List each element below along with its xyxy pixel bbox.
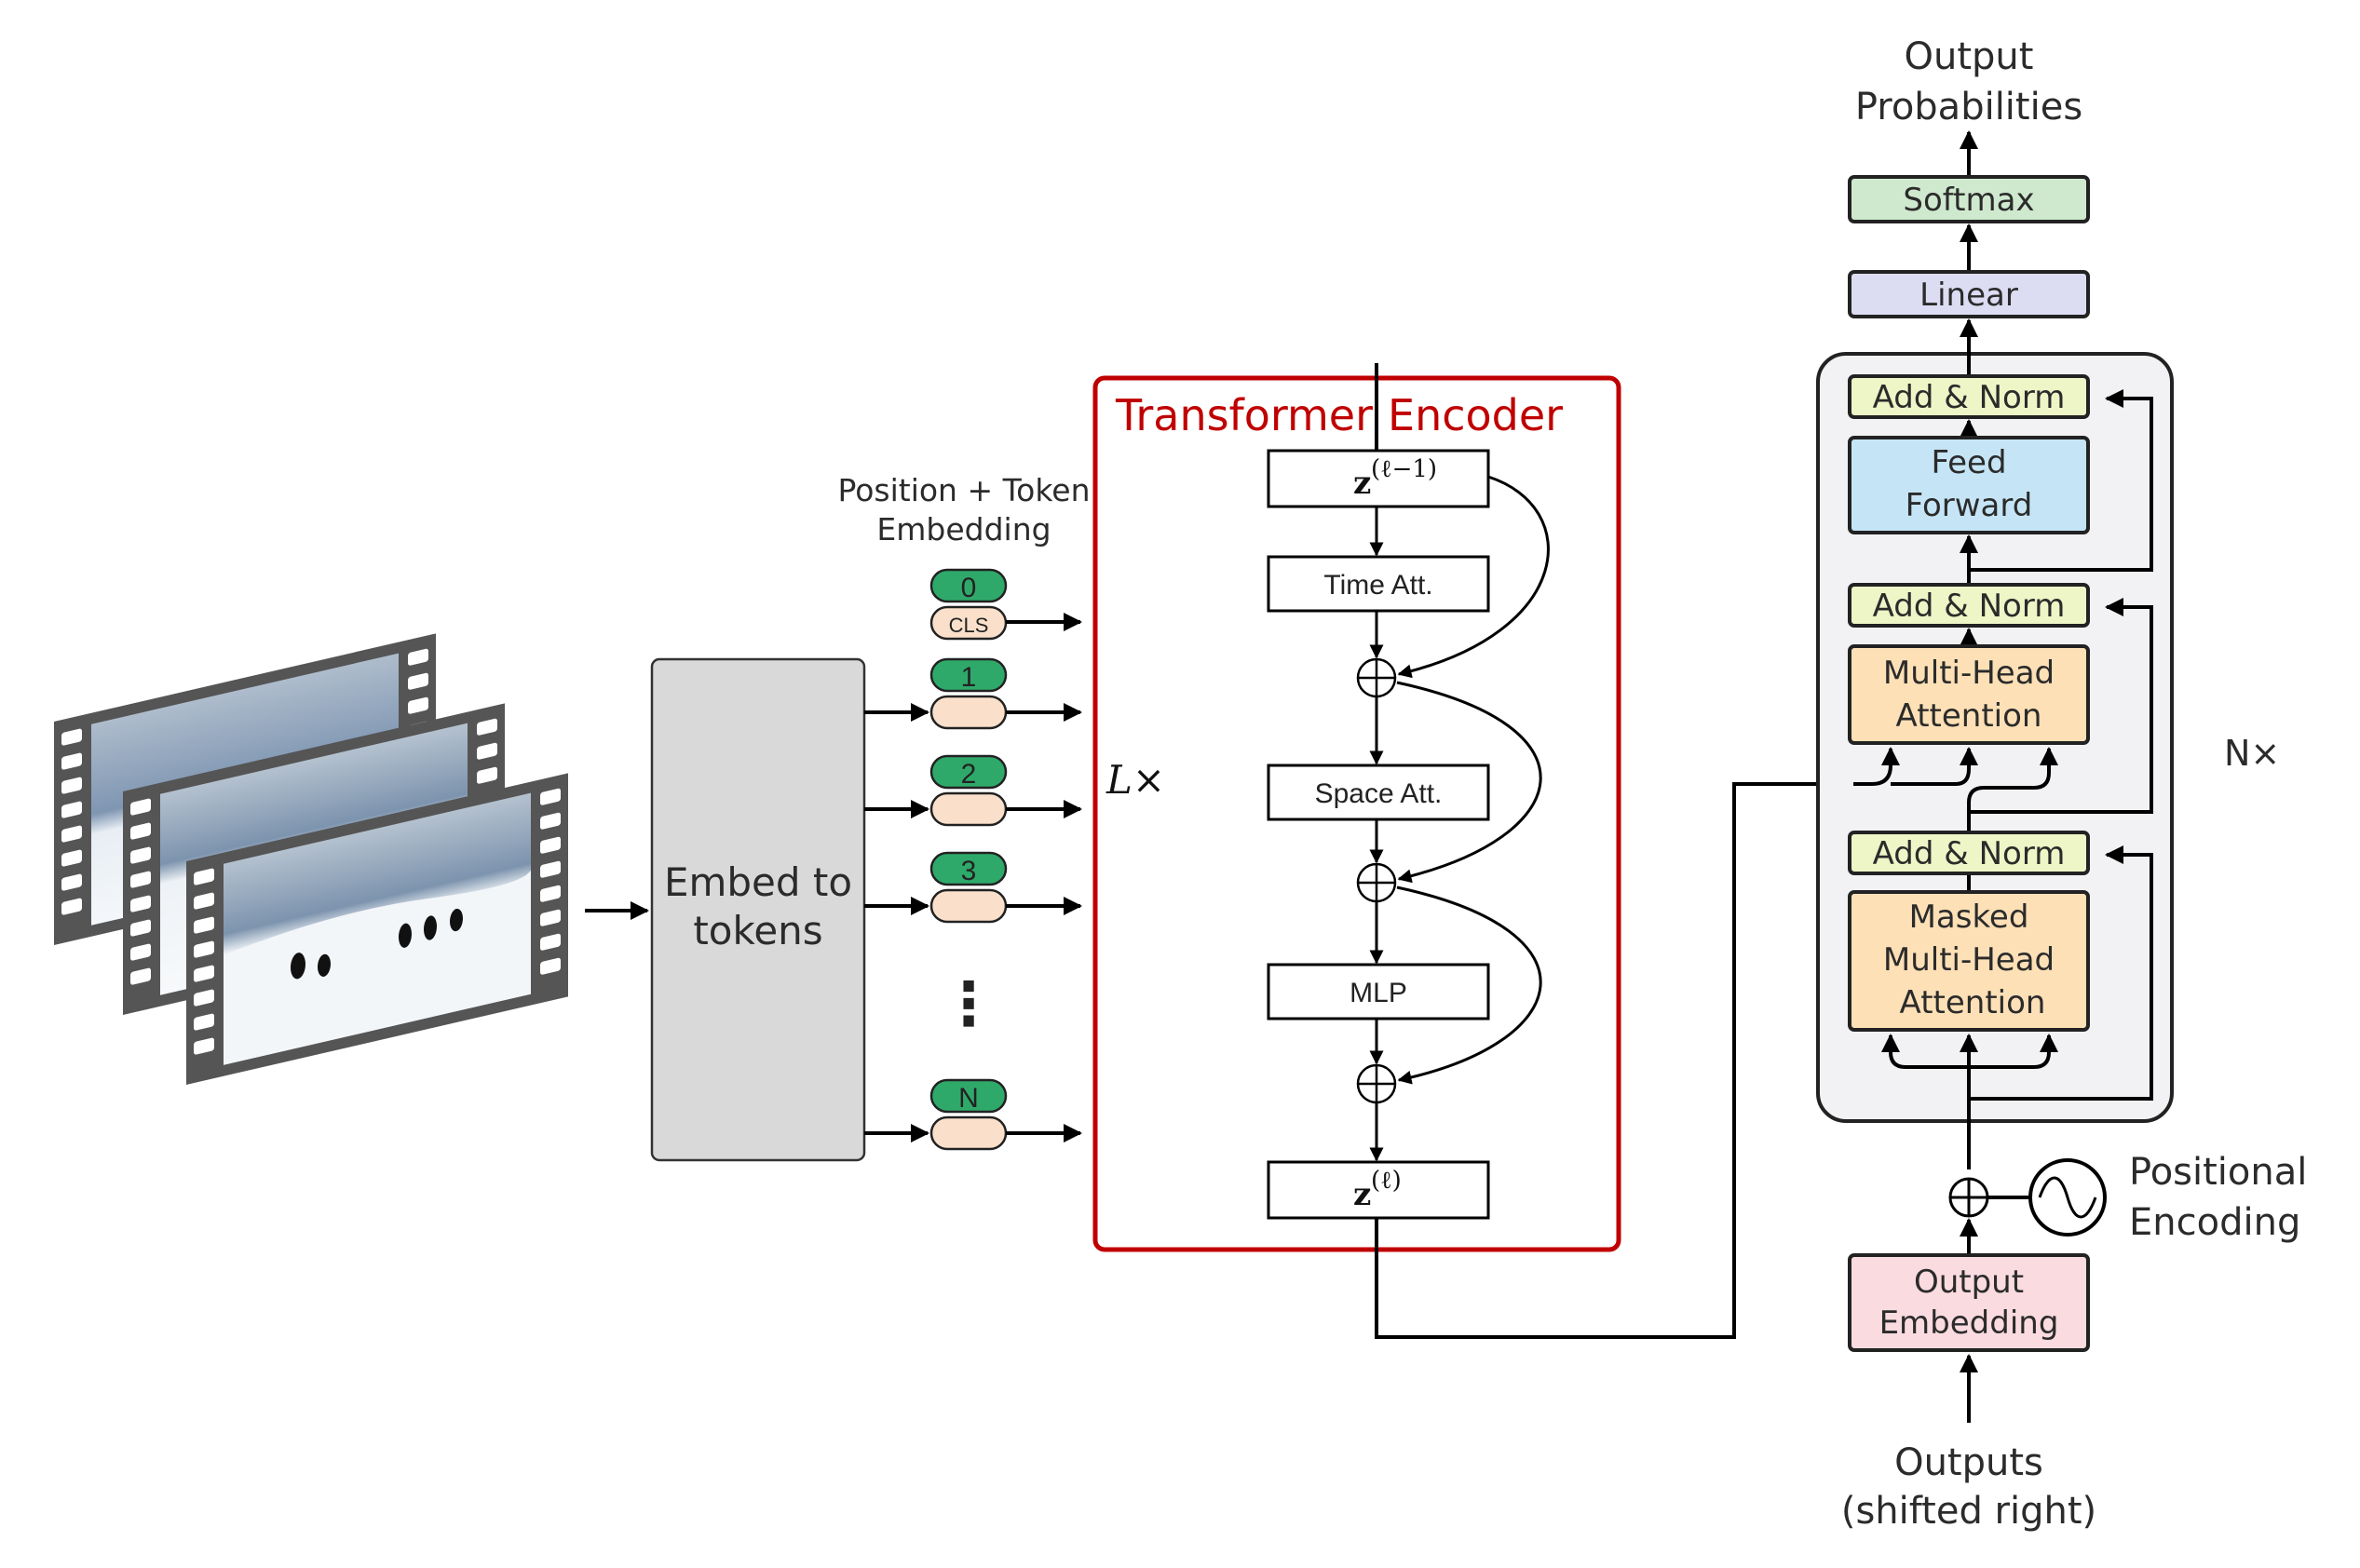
residual-add-1 bbox=[1356, 657, 1397, 698]
add-norm-1 bbox=[1848, 831, 2090, 875]
add-norm-2 bbox=[1848, 583, 2090, 628]
feed-forward-line1: Feed bbox=[1931, 444, 2006, 481]
token-cls-tag: CLS bbox=[949, 614, 989, 637]
mha-line1: Multi-Head bbox=[1883, 655, 2055, 692]
outputs-line2: (shifted right) bbox=[1841, 1490, 2096, 1533]
residual-add-2 bbox=[1356, 862, 1397, 903]
z-in-sup: (ℓ−1) bbox=[1371, 455, 1437, 483]
token-index: 2 bbox=[961, 759, 977, 790]
softmax-label: Softmax bbox=[1903, 182, 2034, 219]
transformer-decoder: Output Probabilities Softmax Linear Add … bbox=[1816, 35, 2307, 1533]
transformer-encoder: Transformer Encoder z (ℓ−1) Time Att. Sp… bbox=[1092, 363, 1621, 1252]
feed-forward-block bbox=[1848, 436, 2090, 534]
film-frame-3 bbox=[186, 773, 568, 1085]
space-attention-block bbox=[1267, 764, 1490, 821]
encoder-to-decoder-line bbox=[1375, 782, 1853, 1339]
add-norm-1-label: Add & Norm bbox=[1873, 835, 2066, 872]
masked-mha-line3: Attention bbox=[1900, 984, 2046, 1021]
token-index: 0 bbox=[961, 573, 977, 603]
video-frames bbox=[54, 633, 568, 1085]
decoder-repeat-label: N× bbox=[2224, 733, 2280, 774]
z-out-sup: (ℓ) bbox=[1371, 1167, 1402, 1195]
embed-label-line2: tokens bbox=[693, 908, 822, 953]
token-2: 2 bbox=[929, 754, 1008, 827]
token-1: 1 bbox=[929, 657, 1008, 730]
token-index: N bbox=[958, 1083, 979, 1114]
embed-to-tokens-block: Embed to tokens bbox=[650, 657, 866, 1162]
embed-label-line1: Embed to bbox=[664, 859, 852, 905]
token-n: N bbox=[929, 1078, 1008, 1151]
add-norm-3-label: Add & Norm bbox=[1873, 379, 2066, 416]
residual-add-3 bbox=[1356, 1063, 1397, 1104]
add-norm-3 bbox=[1848, 374, 2090, 419]
embedding-label-line1: Position + Token bbox=[837, 472, 1090, 508]
linear-label: Linear bbox=[1919, 277, 2018, 314]
sine-wave-icon bbox=[2028, 1158, 2107, 1237]
linear-block bbox=[1848, 270, 2090, 318]
output-embedding-line1: Output bbox=[1914, 1264, 2024, 1301]
encoder-input-z bbox=[1267, 449, 1490, 508]
positional-encoding-line2: Encoding bbox=[2129, 1201, 2300, 1244]
encoder-title-part2: Encoder bbox=[1388, 390, 1563, 440]
token-0: 0 CLS bbox=[929, 568, 1008, 641]
token-index: 1 bbox=[961, 662, 977, 693]
feed-forward-line2: Forward bbox=[1906, 487, 2033, 524]
time-att-label: Time Att. bbox=[1323, 570, 1432, 601]
masked-multi-head-attention-block bbox=[1848, 890, 2090, 1032]
mlp-block bbox=[1267, 963, 1490, 1021]
encoder-title-part1: Transformer bbox=[1115, 390, 1373, 440]
masked-mha-line2: Multi-Head bbox=[1883, 941, 2055, 979]
add-norm-2-label: Add & Norm bbox=[1873, 588, 2066, 625]
space-att-label: Space Att. bbox=[1315, 778, 1443, 809]
encoder-output-z bbox=[1267, 1160, 1490, 1220]
output-probabilities-line1: Output bbox=[1905, 35, 2034, 78]
output-probabilities-line2: Probabilities bbox=[1855, 86, 2082, 128]
output-embedding-line2: Embedding bbox=[1879, 1304, 2059, 1342]
token-ellipsis: ⋮ bbox=[939, 970, 998, 1037]
output-embedding-block bbox=[1848, 1253, 2090, 1352]
masked-mha-line1: Masked bbox=[1909, 899, 2029, 936]
token-3: 3 bbox=[929, 851, 1008, 924]
encoder-repeat-label: L× bbox=[1105, 757, 1165, 803]
z-in-base: z bbox=[1353, 465, 1371, 502]
positional-add bbox=[1948, 1177, 1989, 1218]
z-out-base: z bbox=[1353, 1176, 1371, 1213]
mha-line2: Attention bbox=[1896, 697, 2042, 735]
time-attention-block bbox=[1267, 555, 1490, 613]
mlp-label: MLP bbox=[1350, 978, 1407, 1008]
multi-head-attention-block bbox=[1848, 644, 2090, 745]
positional-encoding-line1: Positional bbox=[2129, 1151, 2307, 1194]
outputs-line1: Outputs bbox=[1894, 1441, 2043, 1484]
embedding-label-line2: Embedding bbox=[876, 511, 1051, 547]
token-index: 3 bbox=[961, 856, 977, 886]
softmax-block bbox=[1848, 175, 2090, 223]
